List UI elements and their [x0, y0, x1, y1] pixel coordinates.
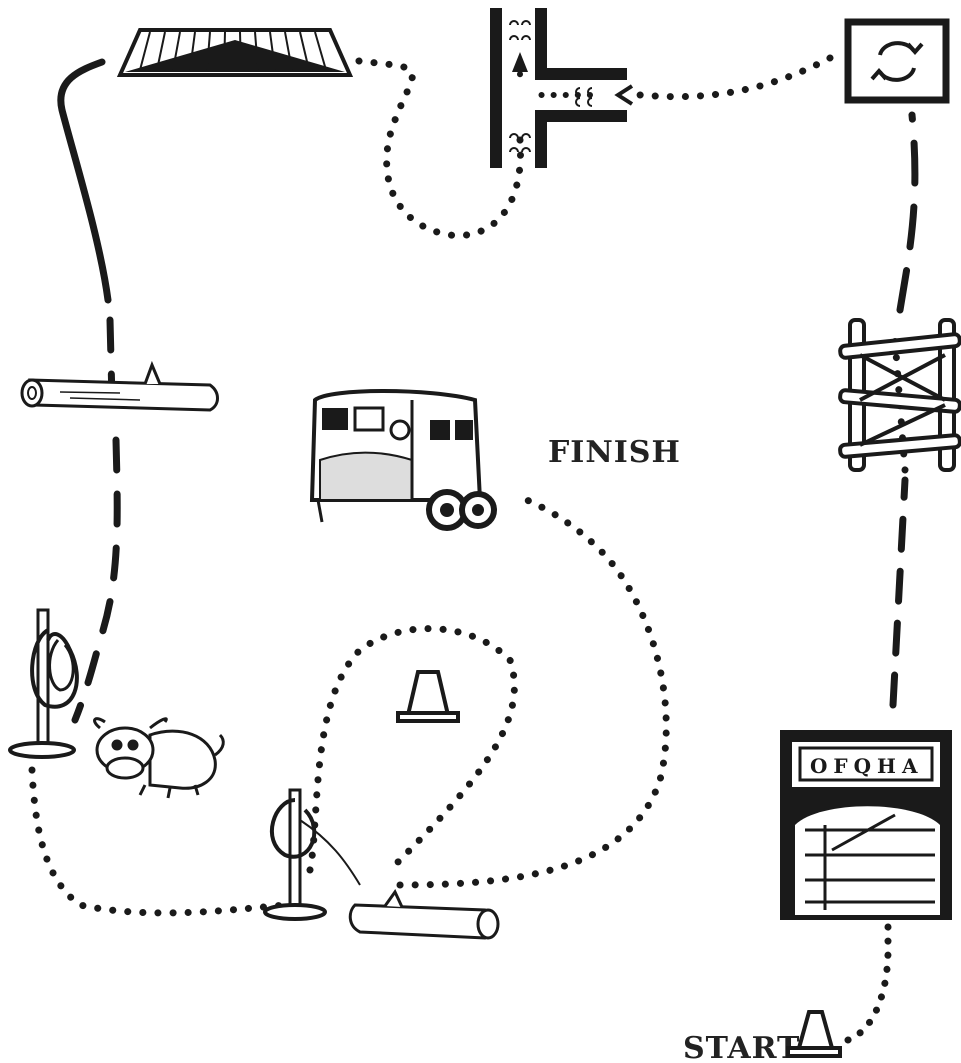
- cone-icon: [398, 672, 458, 721]
- turn-box-icon: [848, 22, 946, 100]
- rope-post-icon: [10, 610, 77, 757]
- cow-icon: [95, 719, 224, 798]
- trailer-icon: [312, 391, 494, 528]
- poles-icon: [840, 320, 961, 470]
- path-gate-to-poles: [893, 480, 905, 705]
- bridge-icon: [120, 30, 350, 75]
- t-backup-icon: [490, 8, 632, 168]
- path-bridge-down: [61, 62, 108, 300]
- gate-icon: OFQHA: [780, 730, 952, 920]
- log-icon: [350, 892, 498, 938]
- finish-label: FINISH: [548, 435, 681, 470]
- gate-sign: OFQHA: [810, 754, 923, 778]
- path-box-to-t: [640, 58, 830, 97]
- log-icon: [22, 365, 218, 410]
- path-poles-to-box: [900, 115, 915, 310]
- start-label: START: [683, 1031, 800, 1063]
- rope-post-left-icon: [10, 610, 77, 757]
- path-left-loop: [32, 770, 285, 913]
- path-center-loop: [310, 629, 514, 870]
